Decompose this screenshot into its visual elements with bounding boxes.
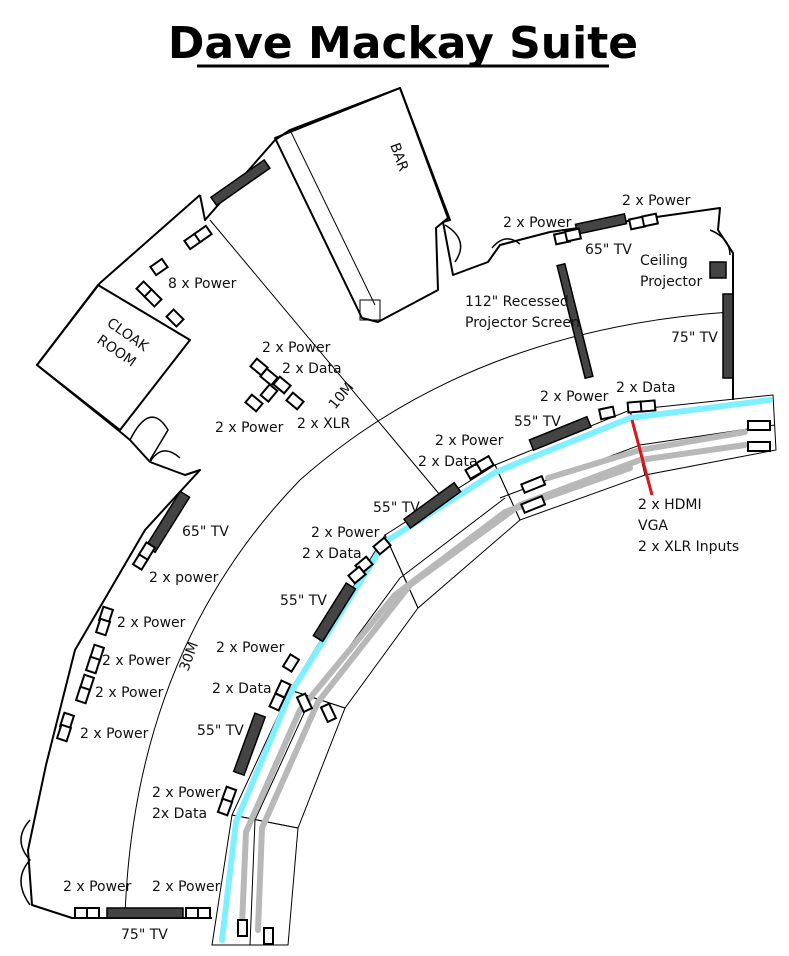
tv-75-right xyxy=(722,293,734,379)
label-inputs-1: 2 x HDMI xyxy=(638,497,702,513)
page-title: Dave Mackay Suite xyxy=(168,18,638,69)
label-power-right-2: 2 x Power xyxy=(540,389,609,405)
label-tv-55-lower: 55" TV xyxy=(197,723,244,739)
right-door-icon xyxy=(491,238,521,249)
label-tv-65-top: 65" TV xyxy=(585,242,632,258)
bottom-left-door-icon xyxy=(20,819,32,906)
dimension-label-10m: 10M xyxy=(326,379,357,412)
label-tv-75-right: 75" TV xyxy=(671,330,718,346)
sockets xyxy=(55,212,771,945)
label-ceiling-1: Ceiling xyxy=(640,253,688,269)
label-center-power-top: 2 x Power xyxy=(262,340,331,356)
bar-label: BAR xyxy=(386,141,411,174)
label-power-left-2: 2 x Power xyxy=(102,653,171,669)
bar-door-icon xyxy=(444,224,462,263)
label-power-left-1: 2 x Power xyxy=(117,615,186,631)
bar-divider xyxy=(289,129,376,306)
label-power-bottom-right: 2 x Power xyxy=(152,879,221,895)
label-tv-65-left: 65" TV xyxy=(182,524,229,540)
bar-corner-block xyxy=(359,299,381,321)
tvs xyxy=(106,158,734,919)
av-input-cable xyxy=(630,419,654,496)
cyan-front-strip xyxy=(219,397,773,943)
tv-55-right xyxy=(528,415,592,452)
label-data-stage-3: 2 x Data xyxy=(212,681,272,697)
bar-room xyxy=(274,87,449,323)
label-power-left-4: 2 x Power xyxy=(80,726,149,742)
label-center-power-bottom: 2 x Power xyxy=(215,420,284,436)
cloak-room xyxy=(36,284,191,431)
corner-door-icon xyxy=(709,229,731,256)
tv-55-left xyxy=(312,582,357,643)
label-tv-75-bottom: 75" TV xyxy=(121,927,168,943)
label-power-top-b: 2 x Power xyxy=(622,193,691,209)
tv-65-top-left xyxy=(209,158,271,207)
tv-65-top-right xyxy=(574,213,628,235)
label-tv-55-mid: 55" TV xyxy=(373,500,420,516)
label-screen-2: Projector Screen xyxy=(465,315,580,331)
tv-55-mid xyxy=(402,481,462,530)
label-center-xlr: 2 x XLR xyxy=(297,416,350,432)
dimension-arc-30m xyxy=(124,311,731,916)
tv-55-lower xyxy=(232,712,267,777)
dimension-line-10m xyxy=(209,219,441,496)
left-entrance-door-icon xyxy=(149,450,181,463)
label-tv-55-left: 55" TV xyxy=(280,593,327,609)
label-tv-55-right: 55" TV xyxy=(514,414,561,430)
label-data-stage-4: 2x Data xyxy=(152,806,207,822)
cloak-door xyxy=(129,416,169,461)
ceiling-projector xyxy=(709,261,727,279)
label-screen-1: 112" Recessed xyxy=(465,294,569,310)
label-power-left-3: 2 x Power xyxy=(95,685,164,701)
label-center-data: 2 x Data xyxy=(282,361,342,377)
label-power-bottom-left: 2 x Power xyxy=(63,879,132,895)
dimension-label-30m: 30M xyxy=(177,640,202,674)
label-inputs-2: VGA xyxy=(638,518,668,534)
label-power-lower-mid: 2 x Power xyxy=(311,525,380,541)
projector-screen xyxy=(556,262,594,380)
stage-modules xyxy=(211,394,777,946)
label-data-right-2: 2 x Data xyxy=(616,380,676,396)
label-data-mid-2: 2 x Data xyxy=(418,454,478,470)
label-8-power: 8 x Power xyxy=(168,276,237,292)
label-ceiling-2: Projector xyxy=(640,274,702,290)
label-power-top-a: 2 x Power xyxy=(503,215,572,231)
label-power-stage-4: 2 x Power xyxy=(152,785,221,801)
label-data-lower-mid: 2 x Data xyxy=(302,546,362,562)
tv-75-bottom xyxy=(106,907,184,919)
label-power-lowercase: 2 x power xyxy=(149,570,219,586)
label-power-mid-2: 2 x Power xyxy=(435,433,504,449)
label-inputs-3: 2 x XLR Inputs xyxy=(638,539,739,555)
label-power-stage-3: 2 x Power xyxy=(216,640,285,656)
